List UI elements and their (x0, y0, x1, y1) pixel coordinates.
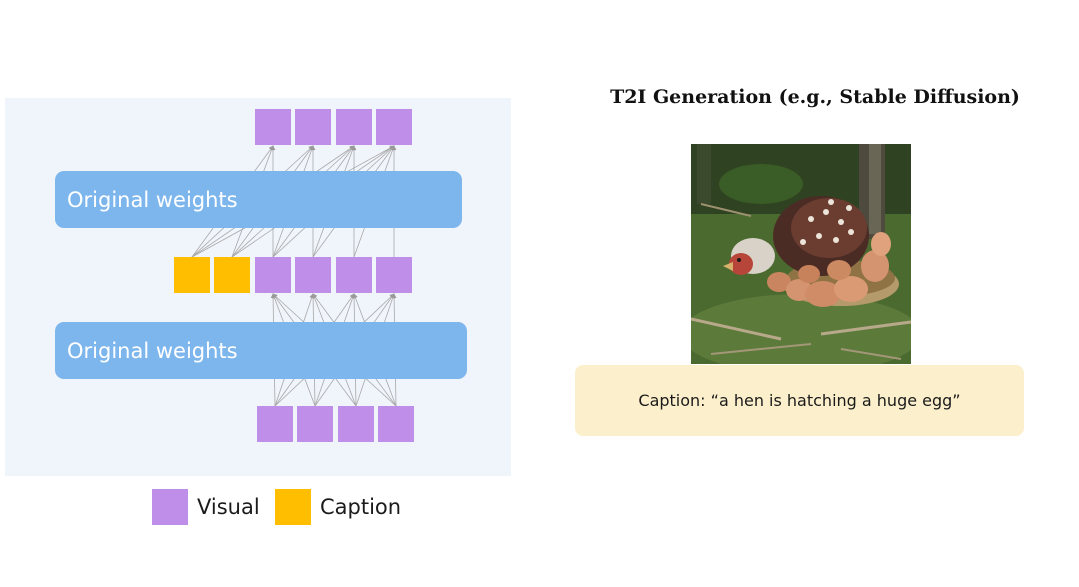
middle-visual-token-4 (376, 257, 412, 293)
lower-original-weights: Original weights (55, 322, 467, 379)
input-token-3 (338, 406, 374, 442)
middle-visual-token-2 (295, 257, 331, 293)
legend-visual-swatch (152, 489, 188, 525)
input-token-2 (297, 406, 333, 442)
legend-visual: Visual (152, 489, 260, 525)
caption-token-1 (174, 257, 210, 293)
legend-caption-swatch (275, 489, 311, 525)
upper-weights-label: Original weights (67, 187, 238, 212)
caption-box: Caption: “a hen is hatching a huge egg” (575, 365, 1024, 436)
t2i-title: T2I Generation (e.g., Stable Diffusion) (610, 86, 1020, 108)
hen-hatching-eggs-image (691, 144, 911, 364)
upper-original-weights: Original weights (55, 171, 462, 228)
legend-caption: Caption (275, 489, 401, 525)
legend-caption-label: Caption (320, 495, 402, 519)
middle-visual-token-3 (336, 257, 372, 293)
legend-visual-label: Visual (197, 495, 260, 519)
input-token-4 (378, 406, 414, 442)
output-token-1 (255, 109, 291, 145)
caption-token-2 (214, 257, 250, 293)
lower-weights-label: Original weights (67, 338, 238, 363)
output-token-4 (376, 109, 412, 145)
middle-visual-token-1 (255, 257, 291, 293)
output-token-3 (336, 109, 372, 145)
input-token-1 (257, 406, 293, 442)
output-token-2 (295, 109, 331, 145)
caption-text: Caption: “a hen is hatching a huge egg” (638, 391, 961, 410)
